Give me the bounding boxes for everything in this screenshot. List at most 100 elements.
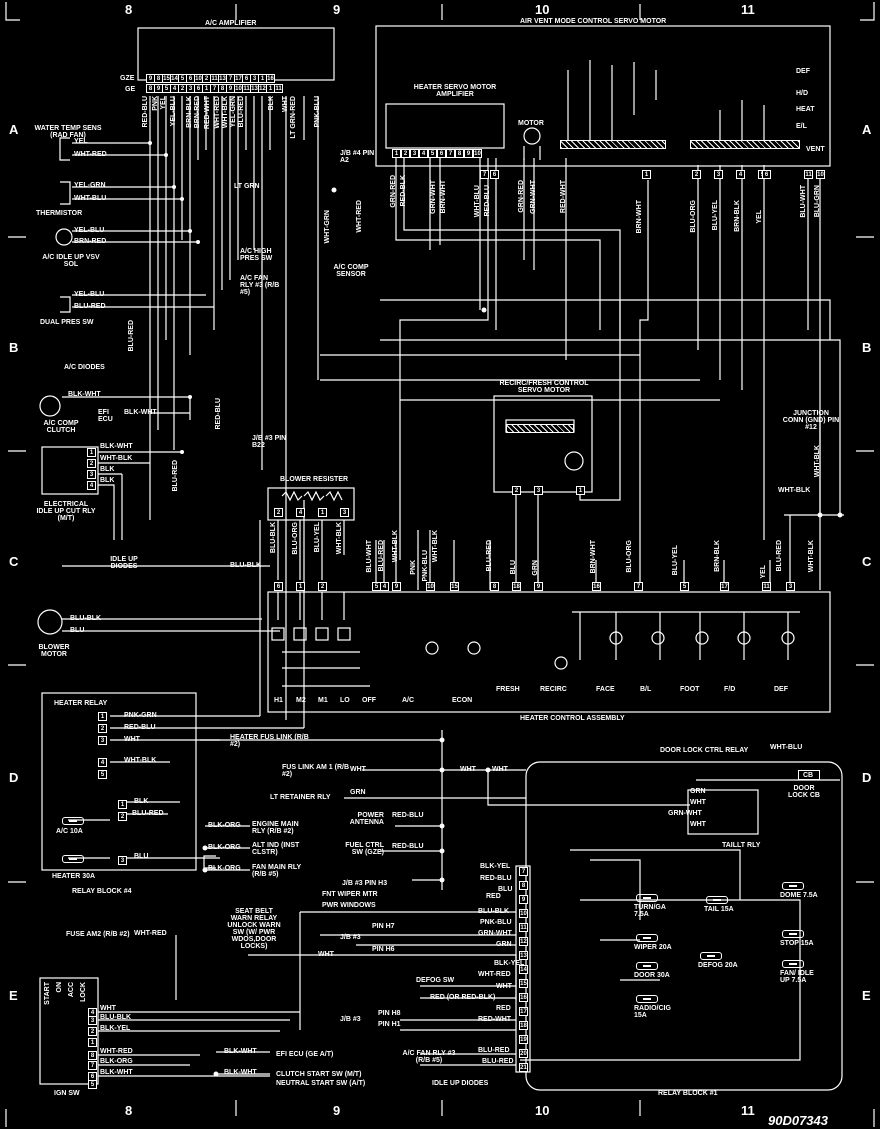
ign-sw-wire-3: BLK-YEL [100,1025,131,1032]
relay-block-1-pin-14: 20 [519,1049,528,1058]
amp-wire-10: YEL-GRN [230,96,237,128]
blower-resister-wire-2: BLU-ORG [292,522,299,555]
power-antenna-label: POWER ANTENNA [349,812,384,826]
air-vent-mode-3: HEAT [796,106,815,113]
grid-column-10-top: 10 [535,2,550,17]
grid-column-10-bottom: 10 [535,1103,550,1118]
ac-amplifier-title: A/C AMPLIFIER [205,20,257,27]
heater-control-pin-8: 15 [450,582,459,591]
engine-main-rly-label: ENGINE MAIN RLY (R/B #2) [252,821,299,835]
ign-sw-wire-4: WHT-RED [100,1048,133,1055]
clutch-start-wire: BLK-WHT [224,1069,257,1076]
heater-control-pin-17: 3 [786,582,795,591]
ign-sw-pin-8: 5 [88,1080,97,1089]
fuel-ctrl-sw-label: FUEL CTRL SW (GZE) [345,842,384,856]
fuse-label-2: TAIL 15A [704,906,734,913]
pwr-windows-label: PWR WINDOWS [322,902,376,909]
amp-wire-2: PNK [152,96,159,111]
taillt-wire-4: WHT [690,821,706,828]
ign-sw-wire-1: WHT [100,1005,116,1012]
relay-block-1-wire-3: BLU [498,886,513,893]
fuse-label-6: DEFOG 20A [698,962,738,969]
heater-control-switch-7: ECON [452,697,473,704]
heater-control-switch-4: LO [340,697,350,704]
grid-row-d-left: D [9,770,19,785]
pin-h8-label: PIN H8 [378,1010,401,1017]
grid-row-c-left: C [9,554,19,569]
comp-sensor-wire-1: WHT-GRN [324,210,331,244]
fuse-label-1: TURN/GA 7.5A [634,904,666,918]
heater-control-wire-3: WHT-BLK [392,530,399,563]
fuse-icon-8 [782,930,804,938]
heater-control-wire-12: BLU-YEL [672,545,679,576]
heater-control-wire-14: YEL [760,565,767,579]
relay-block-1-pin-3: 9 [519,895,528,904]
relay-block-1-pin-10: 16 [519,993,528,1002]
blower-resister-pin-2: 4 [296,508,305,517]
relay-block-1-pin-15: 21 [519,1063,528,1072]
air-vent-wire-2: BLU-ORG [690,200,697,233]
air-vent-wire-5: YEL [756,210,763,224]
heater-control-wire-9: GRN [532,560,539,576]
idle-relay-wire-2: WHT-BLK [100,455,133,462]
air-vent-wire-6: BLU-WHT [800,185,807,218]
thermistor-wire-2: WHT-BLU [74,195,107,202]
ign-sw-title: IGN SW [54,1090,80,1097]
blower-motor-label: BLOWER MOTOR [38,644,70,658]
amp-wire-5: BRN-BLK [186,96,193,128]
air-vent-pin-6: 6 [762,170,771,179]
relay-block-1-pin-7: 13 [519,951,528,960]
idle-relay-pin-3: 3 [87,470,96,479]
idle-up-diodes-bottom-label: IDLE UP DIODES [432,1080,489,1087]
blower-resister-wire-4: WHT-BLK [336,522,343,555]
heater-relay-lower-pin-2: 2 [118,812,127,821]
air-vent-wire-7: BLU-GRN [814,185,821,218]
relay-block-1-pin-9: 15 [519,979,528,988]
relay-block-1-pin-2: 8 [519,881,528,890]
relay-block-1-wire-2: RED-BLU [480,875,512,882]
heater-servo-pin-2: 2 [401,149,410,158]
heater-control-pin-6: 9 [392,582,401,591]
heater-control-pin-13: 7 [634,582,643,591]
heater-control-title: HEATER CONTROL ASSEMBLY [520,715,625,722]
heater-relay-pin-3: 3 [98,736,107,745]
fuse-icon-7 [782,882,804,890]
heater-relay-title: HEATER RELAY [54,700,108,707]
pin-h1-label: PIN H1 [378,1021,401,1028]
fan-main-wire: BLK-ORG [208,865,241,872]
heater-control-switch-8: FRESH [496,686,520,693]
air-vent-title: AIR VENT MODE CONTROL SERVO MOTOR [520,18,667,25]
heater-servo-pin-4: 4 [419,149,428,158]
heater-control-wire-7: BLU-RED [486,540,493,572]
heater-servo-pin-7: 7 [446,149,455,158]
air-vent-mode-4: E/L [796,123,807,130]
heater-control-pin-15: 17 [720,582,729,591]
fan-main-rly-label: FAN MAIN RLY (R/B #5) [252,864,302,878]
lt-retainer-rly-label: LT RETAINER RLY [270,794,331,801]
blower-resister-title: BLOWER RESISTER [280,476,349,483]
relay-block-1-wire-6: GRN-WHT [478,930,512,937]
grid-row-b-right: B [862,340,872,355]
grid-column-9-top: 9 [333,2,341,17]
efi-ecu-wire: BLK-WHT [124,409,157,416]
fuse-label-5: RADIO/CIG 15A [634,1005,671,1019]
blu-red-vertical-wire: BLU-RED [172,460,179,492]
red-wire: RED [486,893,501,900]
heater-control-pin-1: 6 [274,582,283,591]
relay-block-1-pin-4: 10 [519,909,528,918]
relay-block-1-wire-9: WHT-RED [478,971,511,978]
heater-servo-wire-6: RED-BLU [484,185,491,217]
ac-amplifier-ge-label: GE [125,86,136,93]
idle-relay-pin-2: 2 [87,459,96,468]
air-vent-track-left [560,140,666,149]
heater-control-wire-16: WHT-BLK [808,540,815,573]
relay-block-1-wire-8: BLK-YEL [494,960,525,967]
wht-wire-1: WHT [460,766,476,773]
fus-link-am1-label: FUS LINK AM 1 (R/B #2) [282,764,350,778]
fuse-label-4: DOOR 30A [634,972,670,979]
fuse-icon-3 [636,934,658,942]
amp-wire-12: BLK [268,96,275,111]
idle-relay-wire-4: BLK [100,477,115,484]
heater-control-pin-3: 2 [318,582,327,591]
blower-resister-wire-1: BLU-BLK [270,522,277,554]
